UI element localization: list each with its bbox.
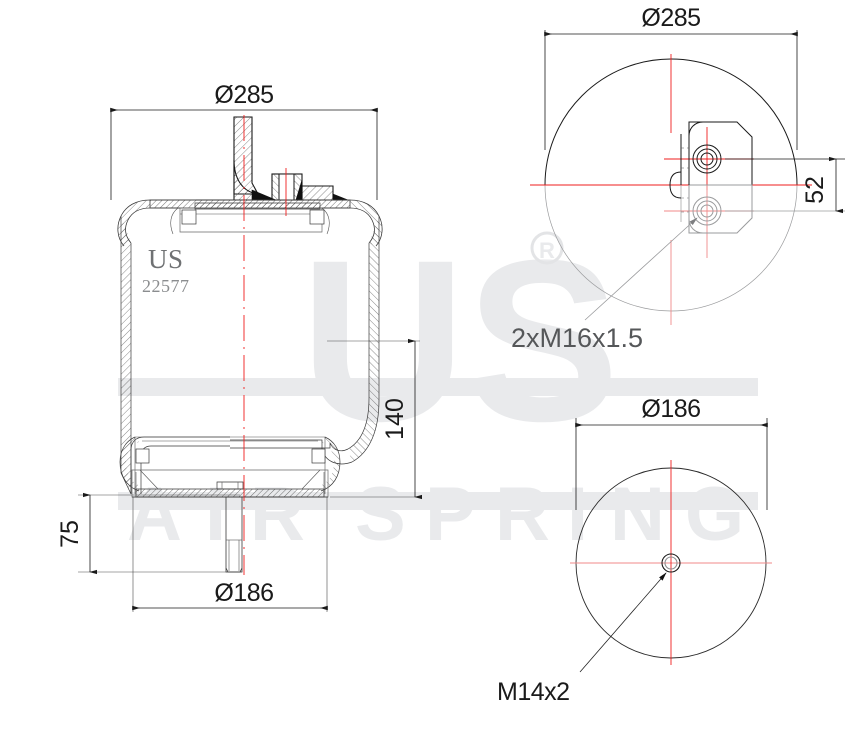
svg-text:I: I xyxy=(567,472,588,557)
dimension-od285-top xyxy=(544,30,798,150)
part-number-label: 22577 xyxy=(142,276,190,296)
dimension-od186-bottom xyxy=(575,418,768,510)
bottom-base-plate xyxy=(131,469,329,498)
dimension-od186-section xyxy=(132,497,328,612)
leader-line-m14x2 xyxy=(579,572,667,673)
dim-label-od285-section: Ø285 xyxy=(214,81,273,109)
bottom-view-centerlines xyxy=(570,460,772,665)
dim-label-od186-bottom: Ø186 xyxy=(641,395,700,423)
center-threaded-hole xyxy=(661,553,681,573)
dim-label-od186-section: Ø186 xyxy=(214,579,273,607)
svg-text:S: S xyxy=(355,472,406,557)
dim-label-140: 140 xyxy=(381,398,409,440)
part-brand-label: US xyxy=(148,244,184,274)
svg-text:P: P xyxy=(425,472,476,557)
svg-text:R: R xyxy=(250,472,305,557)
dim-label-od285-top: Ø285 xyxy=(641,4,700,32)
bellows-sleeve xyxy=(120,216,380,495)
svg-text:G: G xyxy=(685,472,744,557)
threaded-hole-upper xyxy=(692,144,722,174)
watermark-tagline: A I R S P R I N G xyxy=(127,472,744,557)
callout-2xm16: 2xM16x1.5 xyxy=(511,323,643,353)
threaded-hole-lower xyxy=(692,196,722,226)
section-centerline xyxy=(243,115,287,575)
dimension-52 xyxy=(725,156,845,214)
svg-text:R: R xyxy=(495,472,550,557)
dimension-75 xyxy=(78,492,240,575)
inner-piston-can xyxy=(119,436,341,494)
svg-text:N: N xyxy=(610,472,665,557)
svg-text:R: R xyxy=(539,238,555,263)
dimension-140 xyxy=(327,338,423,500)
dim-label-75: 75 xyxy=(56,520,84,548)
dimension-od285-section xyxy=(110,107,378,200)
dim-label-52: 52 xyxy=(801,176,829,204)
leader-line-2xm16 xyxy=(584,217,698,321)
callout-m14x2: M14x2 xyxy=(497,678,570,706)
